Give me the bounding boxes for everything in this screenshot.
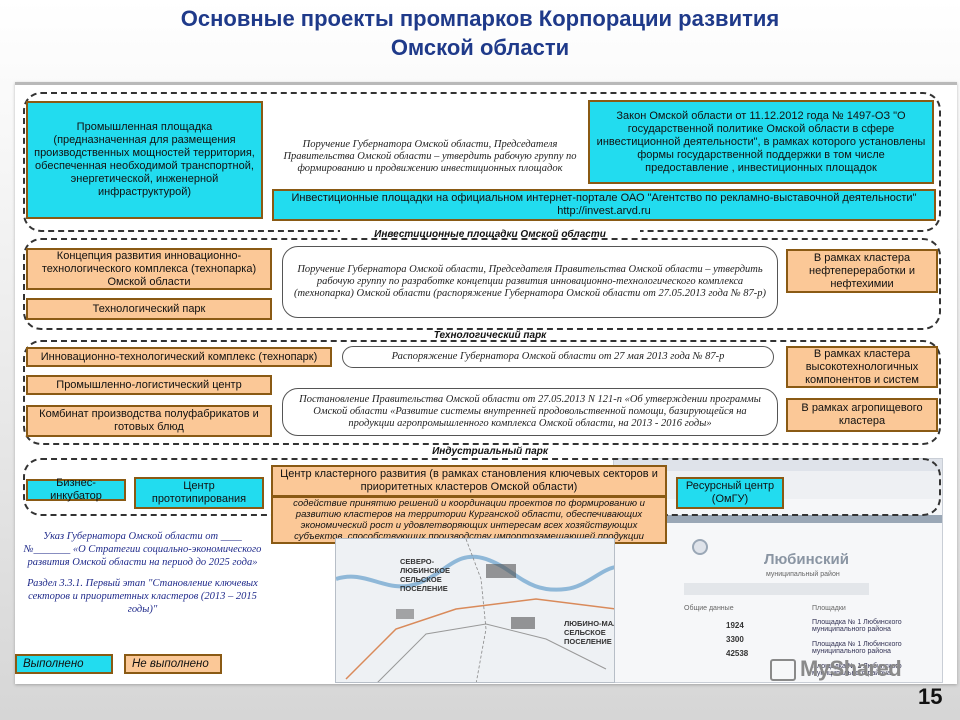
industrial-order-text: Распоряжение Губернатора Омской области … [391,351,725,362]
sites-label: Площадки [812,605,846,612]
techpark-concept-text: Концепция развития инновационно-технолог… [41,249,257,288]
decree-title: Указ Губернатора Омской области от ____ … [23,531,262,568]
governor-order-text: Поручение Губернатора Омской области, Пр… [283,139,577,174]
techpark-section [23,238,941,330]
industrial-park-section [23,340,941,445]
industrial-section-label: Индустриальный парк [390,446,590,457]
slide-title: Основные проекты промпарков Корпорации р… [60,4,900,62]
decree-block: Указ Губернатора Омской области от ____ … [20,530,265,616]
industrial-site-box: Промышленная площадка (предназначенная д… [26,101,263,219]
resource-center-text: Ресурсный центр (ОмГУ) [685,480,775,505]
district-map-graphic [336,539,614,682]
stat-value-2: 3300 [726,635,744,644]
settlement-2 [511,617,535,629]
site-link-3[interactable]: Площадка № 1 Любинского муниципального р… [812,663,902,677]
cluster-center-desc-box: содействие принятию решений и координаци… [271,496,667,544]
stat-value-1: 1924 [726,621,744,630]
technopark-complex-text: Инновационно-технологический комплекс (т… [40,350,318,363]
general-data-label: Общие данные [684,605,734,612]
settlement-3 [396,609,414,619]
boundary-line [465,539,487,682]
resource-center-box: Ресурсный центр (ОмГУ) [676,477,784,509]
river-line [336,554,614,592]
logistics-center-box: Промышленно-логистический центр [26,375,272,395]
title-text: Основные проекты промпарков Корпорации р… [180,6,780,60]
investment-law-text: Закон Омской области от 11.12.2012 года … [596,109,926,174]
techpark-order-note: Поручение Губернатора Омской области, Пр… [282,246,778,318]
settlement-1 [486,564,516,578]
map-label-north: СЕВЕРО-ЛЮБИНСКОЕ СЕЛЬСКОЕ ПОСЕЛЕНИЕ [400,557,451,593]
techpark-section-label: Технологический парк [390,330,590,341]
watermark: MyShared [770,656,902,682]
oil-cluster-box: В рамках кластера нефтепереработки и неф… [786,249,938,293]
invest-portal-box: Инвестиционные площадки на официальном и… [272,189,936,221]
food-resolution-text: Постановление Правительства Омской облас… [299,394,761,429]
site-link-2[interactable]: Площадка № 1 Любинского муниципального р… [812,641,902,655]
food-plant-box: Комбинат производства полуфабрикатов и г… [26,405,272,437]
district-subtitle: муниципальный район [766,571,840,578]
hitech-cluster-text: В рамках кластера высокотехнологичных ко… [805,347,919,386]
legend-not-done-text: Не выполнено [132,657,209,670]
cluster-center-desc-text: содействие принятию решений и координаци… [293,498,645,542]
business-incubator-text: Бизнес-инкубатор [50,477,102,502]
business-incubator-box: Бизнес-инкубатор [26,477,126,502]
techpark-order-text: Поручение Губернатора Омской области, Пр… [293,264,767,299]
watermark-icon [770,659,796,682]
industrial-order-note: Распоряжение Губернатора Омской области … [342,346,774,368]
agro-cluster-box: В рамках агропищевого кластера [786,398,938,432]
map-label-south: ЛЮБИНО-МАЛ СЕЛЬСКОЕ ПОСЕЛЕНИЕ [564,619,615,646]
district-name: Любинский [764,551,849,568]
legend-not-done: Не выполнено [124,654,222,674]
prototyping-center-text: Центр прототипирования [151,480,247,505]
technopark-complex-box: Инновационно-технологический комплекс (т… [26,347,332,367]
investment-law-box: Закон Омской области от 11.12.2012 года … [588,100,934,184]
page-number: 15 [918,684,943,709]
district-map: СЕВЕРО-ЛЮБИНСКОЕ СЕЛЬСКОЕ ПОСЕЛЕНИЕ ЛЮБИ… [335,538,615,683]
hitech-cluster-box: В рамках кластера высокотехнологичных ко… [786,346,938,388]
oil-cluster-text: В рамках кластера нефтепереработки и неф… [809,251,915,290]
prototyping-center-box: Центр прототипирования [134,477,264,509]
cluster-center-box: Центр кластерного развития (в рамках ста… [271,465,667,497]
techpark-text: Технологический парк [92,302,206,315]
stat-value-3: 42538 [726,649,749,658]
legend-done-text: Выполнено [23,657,84,670]
invest-portal-text: Инвестиционные площадки на официальном и… [291,192,917,217]
techpark-box: Технологический парк [26,298,272,320]
decree-section: Раздел 3.3.1. Первый этап "Становление к… [27,578,258,615]
logistics-center-text: Промышленно-логистический центр [56,378,242,391]
food-resolution-note: Постановление Правительства Омской облас… [282,388,778,436]
cluster-center-text: Центр кластерного развития (в рамках ста… [280,468,658,493]
invest-section-label: Инвестиционные площадки Омской области [340,229,640,240]
rail-line [377,623,607,682]
industrial-site-text: Промышленная площадка (предназначенная д… [34,121,255,198]
road-line [345,598,614,680]
legend-done: Выполнено [15,654,113,674]
food-plant-text: Комбинат производства полуфабрикатов и г… [39,408,259,433]
watermark-text: MyShared [800,656,902,681]
techpark-concept-box: Концепция развития инновационно-технолог… [26,248,272,290]
site-link-1[interactable]: Площадка № 1 Любинского муниципального р… [812,619,902,633]
governor-order-note: Поручение Губернатора Омской области, Пр… [272,128,588,186]
agro-cluster-text: В рамках агропищевого кластера [801,402,923,427]
